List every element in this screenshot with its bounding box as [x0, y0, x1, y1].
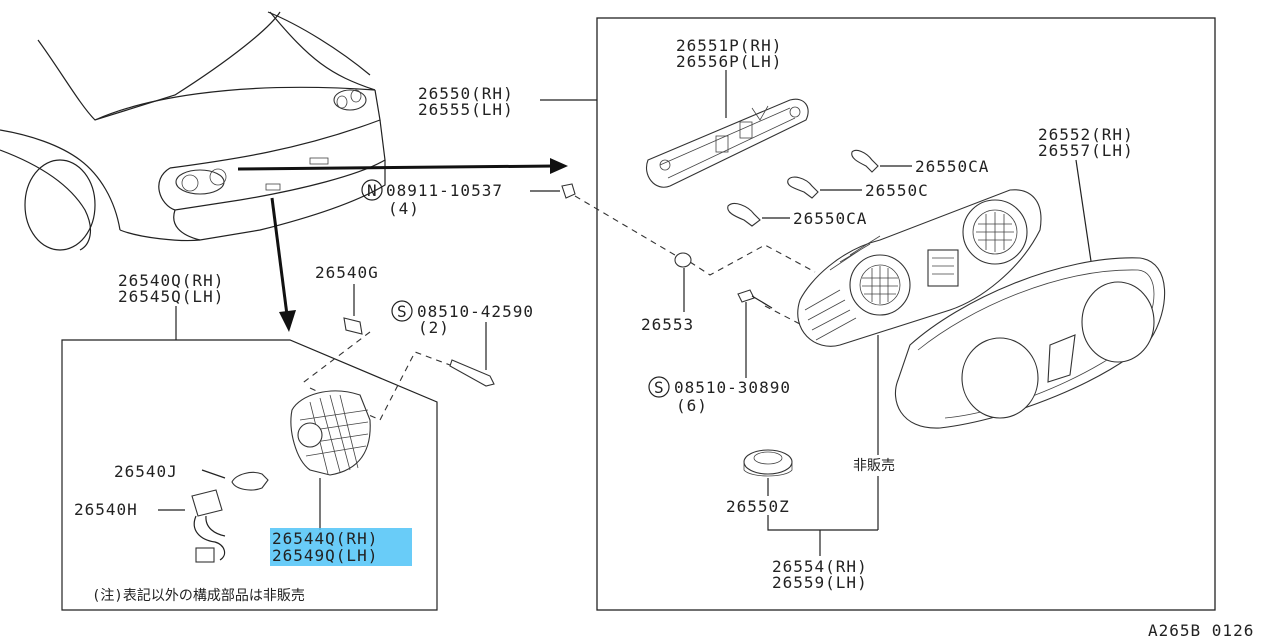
- svg-text:(6): (6): [676, 396, 708, 415]
- svg-text:(4): (4): [388, 199, 420, 218]
- dashed-guide-nut: [574, 195, 816, 276]
- svg-text:08510-30890: 08510-30890: [674, 378, 791, 397]
- label-26554: 26554(RH) 26559(LH): [772, 557, 868, 592]
- svg-text:26540Q(RH): 26540Q(RH): [118, 271, 224, 290]
- seal-26550Z: 26550Z: [726, 449, 793, 516]
- svg-text:26555(LH): 26555(LH): [418, 100, 514, 119]
- svg-text:26559(LH): 26559(LH): [772, 573, 868, 592]
- bulb-26550C: 26550C: [787, 176, 929, 200]
- svg-text:S: S: [654, 378, 665, 397]
- svg-text:26544Q(RH): 26544Q(RH): [272, 529, 378, 548]
- screw-08510-42590: S 08510-42590 (2): [391, 300, 534, 387]
- svg-text:26554(RH): 26554(RH): [772, 557, 868, 576]
- tail-lamp-group-frame: [596, 17, 1216, 611]
- svg-text:08911-10537: 08911-10537: [386, 181, 503, 200]
- svg-text:26550CA: 26550CA: [793, 209, 867, 228]
- svg-text:(2): (2): [418, 318, 450, 337]
- svg-text:26557(LH): 26557(LH): [1038, 141, 1134, 160]
- svg-text:26540G: 26540G: [315, 263, 379, 282]
- label-not-sold: 非販売: [767, 335, 895, 556]
- svg-text:26550CA: 26550CA: [915, 157, 989, 176]
- label-26544Q-highlighted: 26544Q(RH) 26549Q(LH): [270, 528, 412, 566]
- grommet-26553: 26553: [641, 252, 694, 334]
- svg-text:26552(RH): 26552(RH): [1038, 125, 1134, 144]
- label-26551P: 26551P(RH) 26556P(LH): [676, 36, 782, 118]
- svg-text:26550Z: 26550Z: [726, 497, 790, 516]
- svg-text:26551P(RH): 26551P(RH): [676, 36, 782, 55]
- svg-text:26550C: 26550C: [865, 181, 929, 200]
- license-lamp-group-frame: [61, 339, 438, 611]
- car-rear-illustration: [0, 11, 386, 251]
- svg-text:26549Q(LH): 26549Q(LH): [272, 546, 378, 565]
- label-26550: 26550(RH) 26555(LH): [418, 84, 597, 119]
- screw-08510-30890: S 08510-30890 (6): [648, 289, 801, 415]
- bulb-26540J: 26540J: [114, 462, 269, 491]
- svg-text:非販売: 非販売: [853, 458, 895, 474]
- svg-text:26545Q(LH): 26545Q(LH): [118, 287, 224, 306]
- bulb-26550CA-top: 26550CA: [851, 149, 989, 176]
- footnote-not-sold: (注)表記以外の構成部品は非販売: [92, 587, 305, 604]
- tail-lamp-body: [797, 189, 1042, 347]
- label-26552: 26552(RH) 26557(LH): [1038, 125, 1134, 269]
- svg-text:N: N: [367, 181, 378, 200]
- nut-08911: N 08911-10537 (4): [361, 179, 576, 218]
- label-26540Q: 26540Q(RH) 26545Q(LH): [118, 271, 224, 340]
- svg-text:26550(RH): 26550(RH): [418, 84, 514, 103]
- svg-text:26540H: 26540H: [74, 500, 138, 519]
- svg-text:26540J: 26540J: [114, 462, 178, 481]
- lamp-socket-plate: [646, 98, 809, 188]
- label-26540G: 26540G: [315, 263, 379, 335]
- tail-lamp-lens: [894, 257, 1166, 429]
- svg-text:26556P(LH): 26556P(LH): [676, 52, 782, 71]
- svg-text:08510-42590: 08510-42590: [417, 302, 534, 321]
- license-lamp-housing: [290, 390, 371, 530]
- pointer-arrows: [237, 158, 568, 332]
- bulb-26550CA-mid: 26550CA: [727, 203, 867, 228]
- diagram-reference-code: A265B 0126: [1148, 621, 1254, 640]
- svg-text:26553: 26553: [641, 315, 694, 334]
- svg-text:S: S: [397, 302, 408, 321]
- socket-26540H: 26540H: [74, 489, 226, 563]
